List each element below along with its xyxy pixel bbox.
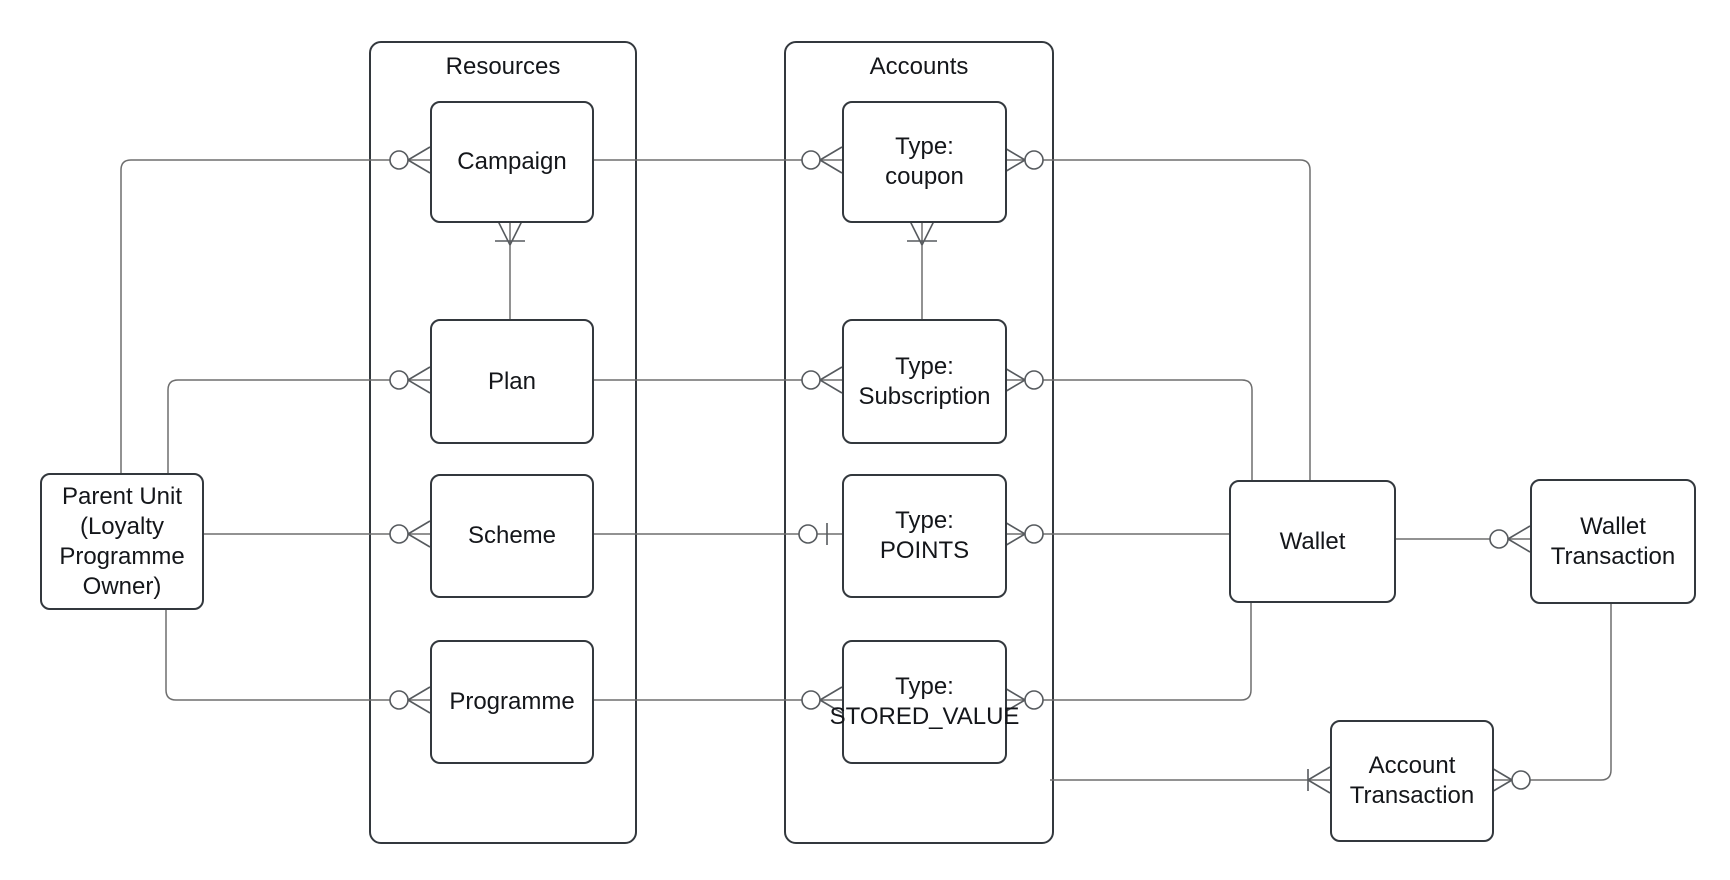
entity-label: Type: — [895, 352, 954, 380]
entity-label: Wallet — [1279, 527, 1346, 555]
entity-label: Programme — [449, 688, 575, 715]
entity-label: Type: — [895, 133, 954, 160]
entity-type-stored-value: Type: STORED_VALUE — [830, 640, 1019, 764]
entity-label: Wallet — [1580, 512, 1646, 540]
zero-or-many-marker-wallettransaction-left — [1489, 525, 1531, 553]
entity-type-coupon: Type: coupon — [842, 101, 1007, 223]
accounts-group-title: Accounts — [869, 53, 969, 80]
entity-label: Parent Unit — [61, 482, 183, 510]
entity-plan: Plan — [430, 319, 594, 444]
entity-type-subscription: Type: Subscription — [842, 319, 1007, 444]
entity-programme: Programme — [430, 640, 594, 764]
entity-label: (Loyalty — [79, 512, 165, 540]
entity-label: Programme — [59, 542, 185, 570]
entity-wallet-transaction: Wallet Transaction — [1530, 479, 1696, 604]
entity-scheme: Scheme — [430, 474, 594, 598]
entity-label: Transaction — [1349, 782, 1475, 809]
entity-label: Plan — [487, 367, 537, 395]
zero-or-many-marker-accounttransaction-right — [1489, 766, 1531, 794]
entity-label: Campaign — [457, 148, 567, 175]
entity-account-transaction: Account Transaction — [1330, 720, 1494, 842]
entity-label: coupon — [885, 163, 964, 190]
entity-label: Account — [1368, 752, 1456, 779]
entity-campaign: Campaign — [430, 101, 594, 223]
entity-label: Scheme — [467, 522, 557, 549]
resources-group-title: Resources — [445, 53, 561, 80]
entity-label: Type: — [895, 507, 954, 534]
entity-label: STORED_VALUE — [829, 703, 1020, 730]
one-or-many-marker-accounttransaction-left — [1307, 766, 1331, 794]
entity-label: Subscription — [858, 382, 991, 410]
entity-label: Type: — [895, 673, 954, 700]
entity-label: Owner) — [82, 572, 162, 600]
entity-wallet: Wallet — [1229, 480, 1396, 603]
entity-parent-unit: Parent Unit (Loyalty Programme Owner) — [40, 473, 204, 610]
entity-label: Transaction — [1550, 542, 1676, 570]
line-accounttransaction-wallettransaction — [1490, 600, 1612, 781]
entity-type-points: Type: POINTS — [842, 474, 1007, 598]
entity-label: POINTS — [879, 537, 970, 564]
